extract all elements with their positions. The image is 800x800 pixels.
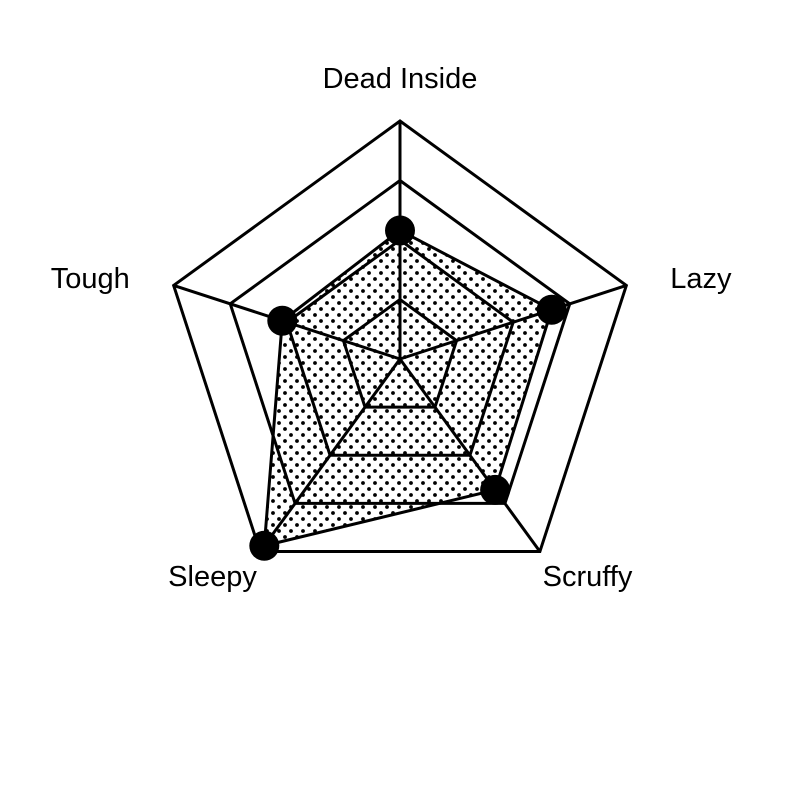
axis-label-tough: Tough xyxy=(51,263,130,295)
axis-label-scruffy: Scruffy xyxy=(543,561,633,593)
grid-ring-4 xyxy=(171,119,629,554)
data-area-group xyxy=(262,228,554,548)
data-point-lazy xyxy=(536,294,567,325)
data-point-dead-inside xyxy=(385,215,415,246)
data-point-sleepy xyxy=(249,530,280,561)
axis-label-dead-inside: Dead Inside xyxy=(323,63,478,95)
data-markers-group xyxy=(249,215,567,561)
data-point-tough xyxy=(267,305,298,336)
axis-label-lazy: Lazy xyxy=(670,263,732,295)
data-area xyxy=(262,228,554,548)
data-point-scruffy xyxy=(480,474,511,505)
axis-label-sleepy: Sleepy xyxy=(168,561,257,593)
